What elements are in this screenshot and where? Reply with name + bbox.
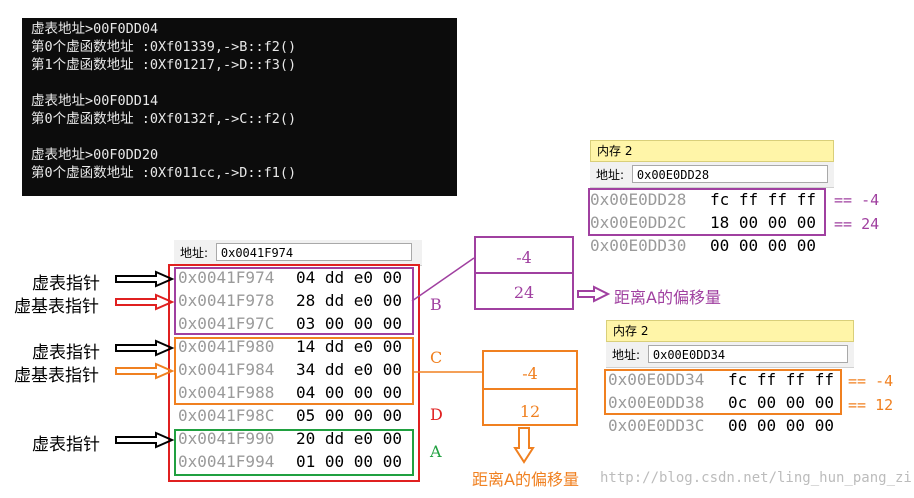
b-table-divider xyxy=(474,272,574,274)
memory-row: 0x0041F990 20 dd e0 00 xyxy=(178,428,402,450)
b-offset-note: 距离A的偏移量 xyxy=(614,288,721,307)
class-letter-a: A xyxy=(430,442,442,461)
memory-bytes: 00 00 00 00 xyxy=(728,416,834,435)
class-letter-d: D xyxy=(430,405,443,424)
memory-address: 0x0041F974 xyxy=(178,268,275,287)
b-link-line xyxy=(411,257,475,302)
memory2-bottom-title: 内存 2 xyxy=(606,320,854,342)
memory-address: 0x0041F994 xyxy=(178,452,275,471)
memory2-top-highlight xyxy=(588,188,826,236)
memory-row: 0x0041F98C 05 00 00 00 xyxy=(178,405,402,427)
memory-row: 0x0041F980 14 dd e0 00 xyxy=(178,336,402,358)
c-table-divider xyxy=(482,388,578,390)
memory-address: 0x0041F980 xyxy=(178,337,275,356)
memory-row: 0x0041F978 28 dd e0 00 xyxy=(178,290,402,312)
memory-bytes: 04 00 00 00 xyxy=(296,383,402,402)
memory-bytes: 0c 00 00 00 xyxy=(728,393,834,412)
memory-row: 0x00E0DD38 0c 00 00 00 xyxy=(608,392,834,414)
memory-row: 0x0041F988 04 00 00 00 xyxy=(178,382,402,404)
memory2-bottom-annotation-1: == -4 xyxy=(848,372,894,390)
class-letter-b: B xyxy=(430,295,442,314)
memory-bytes: fc ff ff ff xyxy=(728,370,834,389)
address-input[interactable]: 0x0041F974 xyxy=(215,243,412,261)
b-note-arrow xyxy=(577,285,611,303)
console-line: 第0个虚函数地址 :0Xf01339,->B::f2() xyxy=(31,39,297,55)
memory-row: 0x0041F974 04 dd e0 00 xyxy=(178,267,402,289)
c-note-arrow xyxy=(513,427,535,464)
console-line: 虚表地址>00F0DD04 xyxy=(31,21,159,37)
vptr-label-a: 虚表指针 xyxy=(32,435,100,455)
memory-address: 0x00E0DD3C xyxy=(608,416,705,435)
c-table-value-2: 12 xyxy=(519,402,541,421)
memory-row: 0x0041F97C 03 00 00 00 xyxy=(178,313,402,335)
memory-address: 0x00E0DD38 xyxy=(608,393,705,412)
console-line: 虚表地址>00F0DD20 xyxy=(31,147,159,163)
memory-address: 0x0041F984 xyxy=(178,360,275,379)
memory2-top-annotation-2: == 24 xyxy=(834,215,880,233)
memory-bytes: 01 00 00 00 xyxy=(296,452,402,471)
address-input[interactable]: 0x00E0DD34 xyxy=(647,345,848,363)
memory-address: 0x00E0DD2C xyxy=(590,213,687,232)
vptr-arrow-c xyxy=(115,339,175,357)
console-line: 第0个虚函数地址 :0Xf0132f,->C::f2() xyxy=(31,111,297,127)
memory-bytes: 04 dd e0 00 xyxy=(296,268,402,287)
c-table-value-1: -4 xyxy=(522,364,538,383)
console-output: 虚表地址>00F0DD04 第0个虚函数地址 :0Xf01339,->B::f2… xyxy=(22,18,457,196)
vptr-arrow-a xyxy=(115,431,175,449)
memory-address: 0x00E0DD28 xyxy=(590,190,687,209)
memory-bytes: 03 00 00 00 xyxy=(296,314,402,333)
memory-address: 0x0041F98C xyxy=(178,406,275,425)
vbptr-arrow-c xyxy=(115,362,175,380)
memory-row: 0x00E0DD34 fc ff ff ff xyxy=(608,369,834,391)
memory-address: 0x0041F97C xyxy=(178,314,275,333)
memory2-bottom-address-bar: 地址: 0x00E0DD34 xyxy=(606,342,854,368)
memory-row: 0x00E0DD28 fc ff ff ff xyxy=(590,189,816,211)
memory-address: 0x0041F978 xyxy=(178,291,275,310)
memory-bytes: 18 00 00 00 xyxy=(710,213,816,232)
address-label: 地址: xyxy=(180,245,209,260)
subobject-a-outline xyxy=(174,429,414,476)
address-label: 地址: xyxy=(596,167,625,182)
memory-row: 0x00E0DD30 00 00 00 00 xyxy=(590,235,816,257)
c-offset-note: 距离A的偏移量 xyxy=(472,470,579,489)
vbptr-label-c: 虚基表指针 xyxy=(14,366,99,386)
memory-address: 0x00E0DD30 xyxy=(590,236,687,255)
memory-address: 0x00E0DD34 xyxy=(608,370,705,389)
memory2-top-title: 内存 2 xyxy=(590,140,834,162)
watermark: http://blog.csdn.net/ling_hun_pang_zi xyxy=(600,470,912,486)
memory-address: 0x0041F988 xyxy=(178,383,275,402)
console-line: 第1个虚函数地址 :0Xf01217,->D::f3() xyxy=(31,57,297,73)
memory-row: 0x00E0DD2C 18 00 00 00 xyxy=(590,212,816,234)
memory-bytes: 28 dd e0 00 xyxy=(296,291,402,310)
vbptr-arrow-b xyxy=(115,293,175,311)
memory-bytes: 20 dd e0 00 xyxy=(296,429,402,448)
memory-bytes: 34 dd e0 00 xyxy=(296,360,402,379)
console-line: 虚表地址>00F0DD14 xyxy=(31,93,159,109)
class-letter-c: C xyxy=(430,348,443,367)
memory-bytes: 05 00 00 00 xyxy=(296,406,402,425)
memory-bytes: fc ff ff ff xyxy=(710,190,816,209)
memory-row: 0x0041F994 01 00 00 00 xyxy=(178,451,402,473)
memory-bytes: 00 00 00 00 xyxy=(710,236,816,255)
subobject-c-outline xyxy=(174,337,414,405)
address-label: 地址: xyxy=(612,347,641,362)
memory2-top-address-bar: 地址: 0x00E0DD28 xyxy=(590,162,834,188)
memory2-bottom-annotation-2: == 12 xyxy=(848,396,894,414)
memory-row: 0x00E0DD3C 00 00 00 00 xyxy=(608,415,834,437)
memory-address: 0x0041F990 xyxy=(178,429,275,448)
address-input[interactable]: 0x00E0DD28 xyxy=(631,165,828,183)
memory2-top-annotation-1: == -4 xyxy=(834,191,880,209)
vptr-arrow-b xyxy=(115,270,175,288)
b-table-value-1: -4 xyxy=(516,248,532,267)
vptr-label-c: 虚表指针 xyxy=(32,343,100,363)
vptr-label-b: 虚表指针 xyxy=(32,274,100,294)
vbptr-label-b: 虚基表指针 xyxy=(14,297,99,317)
memory-row: 0x0041F984 34 dd e0 00 xyxy=(178,359,402,381)
memory-bytes: 14 dd e0 00 xyxy=(296,337,402,356)
memory2-bottom-highlight xyxy=(604,369,842,415)
b-table-value-2: 24 xyxy=(513,283,535,302)
console-line: 第0个虚函数地址 :0Xf011cc,->D::f1() xyxy=(31,165,297,181)
